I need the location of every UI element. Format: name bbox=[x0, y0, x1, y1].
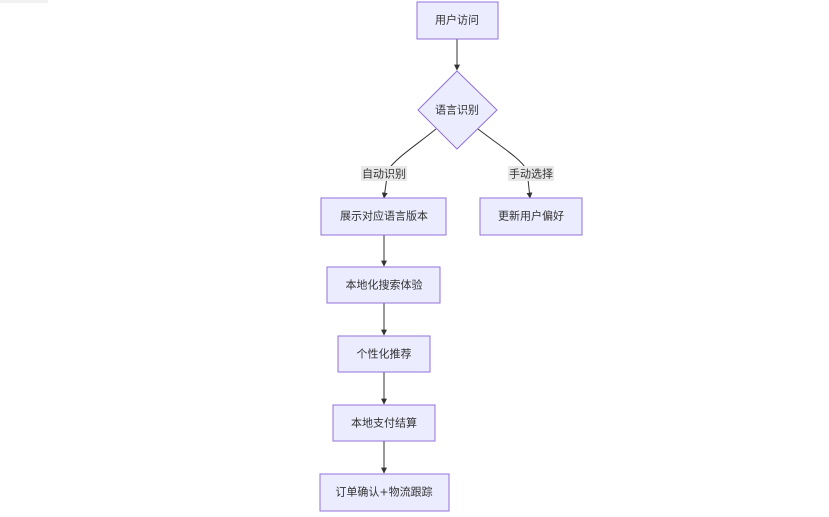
edge-label-auto-text: 自动识别 bbox=[362, 168, 406, 181]
edge-detect-to-show-version bbox=[381, 128, 437, 199]
node-visit[interactable]: 用户访问 bbox=[416, 1, 499, 40]
edge-label-manual-text: 手动选择 bbox=[509, 167, 553, 181]
node-payment[interactable]: 本地支付结算 bbox=[332, 404, 436, 442]
node-show-version-label: 展示对应语言版本 bbox=[340, 209, 428, 223]
node-visit-label: 用户访问 bbox=[435, 13, 479, 27]
node-recommend-label: 个性化推荐 bbox=[357, 347, 412, 361]
node-order-label: 订单确认+物流跟踪 bbox=[335, 485, 432, 499]
edge-detect-to-update-pref bbox=[477, 128, 533, 199]
node-detect[interactable]: 语言识别 bbox=[417, 70, 498, 150]
node-order[interactable]: 订单确认+物流跟踪 bbox=[319, 473, 450, 512]
node-show-version[interactable]: 展示对应语言版本 bbox=[320, 197, 447, 236]
node-detect-label: 语言识别 bbox=[435, 104, 479, 117]
corner-mark bbox=[0, 0, 48, 3]
node-payment-label: 本地支付结算 bbox=[351, 416, 417, 430]
node-local-search[interactable]: 本地化搜索体验 bbox=[326, 266, 441, 304]
node-update-pref[interactable]: 更新用户偏好 bbox=[479, 197, 583, 236]
node-update-pref-label: 更新用户偏好 bbox=[498, 209, 564, 223]
node-local-search-label: 本地化搜索体验 bbox=[346, 278, 423, 292]
edge-label-manual: 手动选择 bbox=[508, 166, 554, 181]
edge-label-auto: 自动识别 bbox=[361, 166, 407, 181]
node-recommend[interactable]: 个性化推荐 bbox=[337, 335, 431, 373]
